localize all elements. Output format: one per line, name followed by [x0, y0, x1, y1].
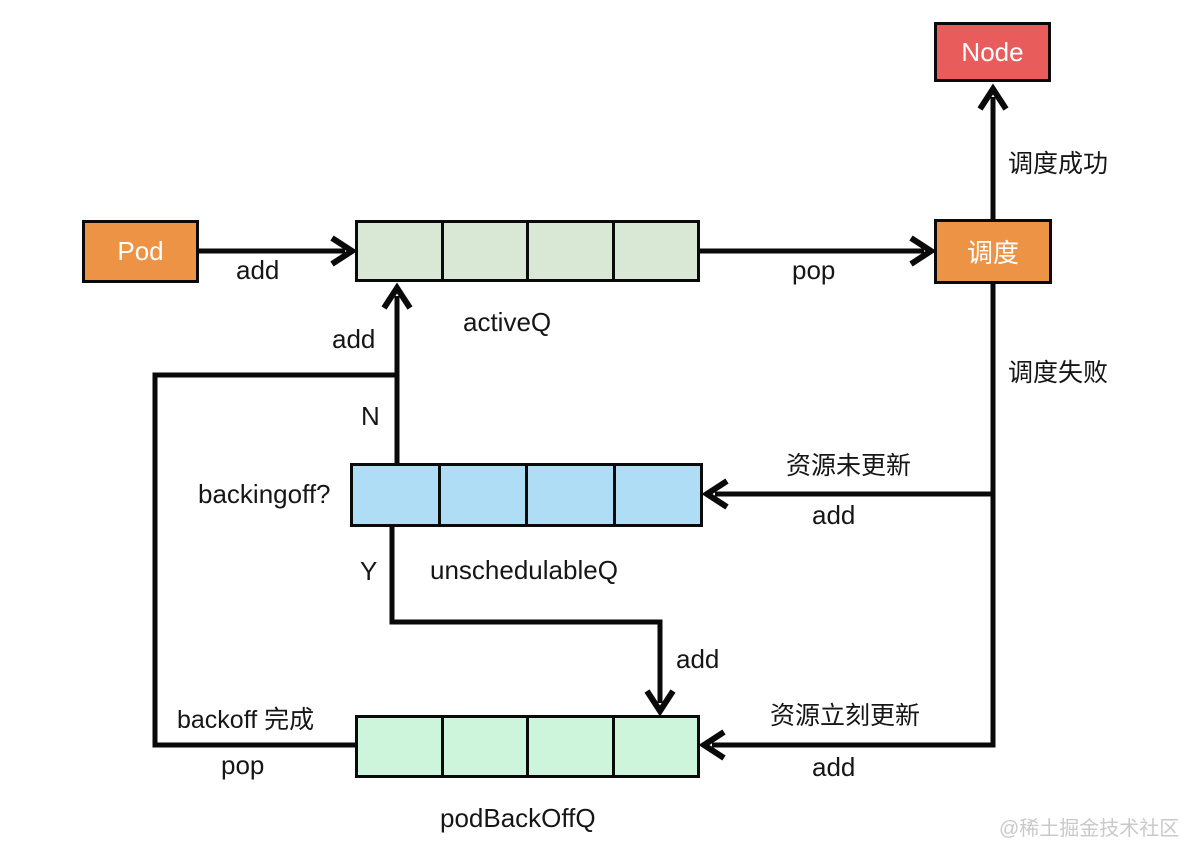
- schedule-success-label: 调度成功: [1008, 150, 1109, 178]
- backingoff-question-label: backingoff?: [198, 479, 331, 509]
- scheduler-box-label: 调度: [966, 238, 1019, 268]
- branch-n-add-label: add: [332, 324, 376, 354]
- queue-cell: [358, 223, 444, 279]
- resource-updated-now-add-label: add: [812, 752, 856, 782]
- queue-cell: [443, 718, 529, 775]
- arrow-up-icon: [977, 83, 1009, 111]
- queue-cell: [615, 466, 700, 524]
- queue-cell: [614, 718, 697, 775]
- pod-add-label: add: [236, 255, 280, 285]
- activeq-name-label: activeQ: [463, 307, 552, 337]
- backoff-pop-label: pop: [221, 750, 265, 780]
- community-watermark: @稀土掘金技术社区: [999, 818, 1180, 840]
- pod-box: Pod: [82, 220, 199, 283]
- pod-box-label: Pod: [117, 236, 164, 266]
- edge-scheduler-failure-trunk: [712, 284, 996, 748]
- unschedulableq-queue: [350, 463, 703, 527]
- unschedulableq-name-label: unschedulableQ: [430, 555, 618, 585]
- resource-not-updated-label: 资源未更新: [786, 452, 912, 480]
- edge-branch-y-to-podbackoffq: [389, 527, 663, 703]
- arrow-left-icon: [701, 478, 729, 510]
- queue-cell: [353, 466, 441, 524]
- arrow-right-icon: [330, 235, 358, 267]
- node-box-label: Node: [961, 36, 1024, 67]
- resource-updated-now-label: 资源立刻更新: [770, 702, 921, 730]
- resource-not-updated-add-label: add: [812, 500, 856, 530]
- queue-cell: [614, 223, 697, 279]
- queue-cell: [529, 718, 615, 775]
- schedule-failure-label: 调度失败: [1008, 359, 1109, 387]
- arrow-up-icon: [381, 282, 413, 310]
- queue-cell: [529, 223, 615, 279]
- podbackoffq-queue: [355, 715, 700, 778]
- branch-y-add-label: add: [676, 644, 720, 674]
- pop-label: pop: [792, 255, 836, 285]
- edge-backoff-pop-loop: [152, 372, 397, 748]
- queue-cell: [443, 223, 529, 279]
- branch-n-label: N: [361, 401, 380, 431]
- arrow-down-icon: [644, 689, 676, 717]
- arrow-right-icon: [909, 235, 937, 267]
- branch-y-label: Y: [360, 556, 378, 586]
- backoff-done-label: backoff 完成: [177, 706, 315, 734]
- arrow-left-icon: [698, 729, 726, 761]
- queue-cell: [528, 466, 616, 524]
- node-box: Node: [934, 22, 1051, 82]
- activeq-queue: [355, 220, 700, 282]
- queue-cell: [440, 466, 528, 524]
- scheduler-box: 调度: [934, 219, 1052, 284]
- podbackoffq-name-label: podBackOffQ: [440, 803, 596, 833]
- queue-cell: [358, 718, 444, 775]
